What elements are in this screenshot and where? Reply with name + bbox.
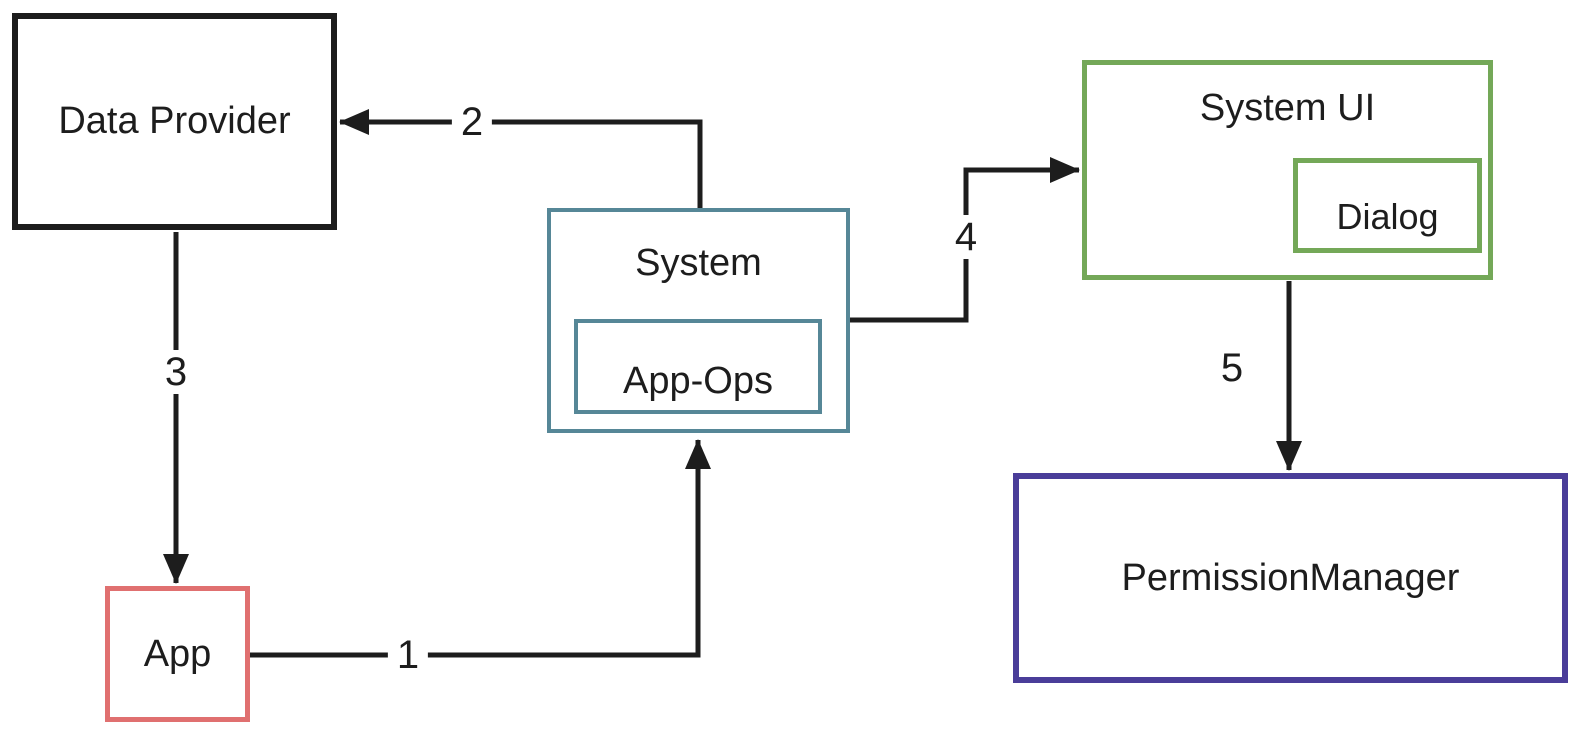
edge-label-5: 5: [1211, 346, 1253, 390]
node-system: System App-Ops: [547, 208, 850, 433]
node-system-ui-label: System UI: [1199, 87, 1376, 129]
node-dialog-label: Dialog: [1336, 195, 1439, 237]
node-permission-manager: PermissionManager: [1013, 473, 1568, 683]
edge-label-4: 4: [945, 215, 987, 259]
node-app-ops: App-Ops: [574, 319, 822, 414]
node-app: App: [105, 586, 250, 722]
arrow-1: [250, 439, 711, 658]
node-dialog: Dialog: [1293, 158, 1482, 253]
node-permission-manager-label: PermissionManager: [1121, 556, 1460, 599]
edge-label-1: 1: [387, 633, 429, 677]
node-system-label: System: [635, 242, 762, 284]
node-data-provider-label: Data Provider: [58, 100, 291, 142]
node-app-ops-label: App-Ops: [623, 360, 773, 402]
edge-label-2: 2: [451, 100, 493, 144]
node-data-provider: Data Provider: [12, 13, 337, 230]
edge-label-3: 3: [155, 350, 197, 394]
node-system-ui: System UI Dialog: [1082, 60, 1493, 280]
arrow-2: [339, 109, 703, 210]
node-app-label: App: [143, 632, 212, 675]
